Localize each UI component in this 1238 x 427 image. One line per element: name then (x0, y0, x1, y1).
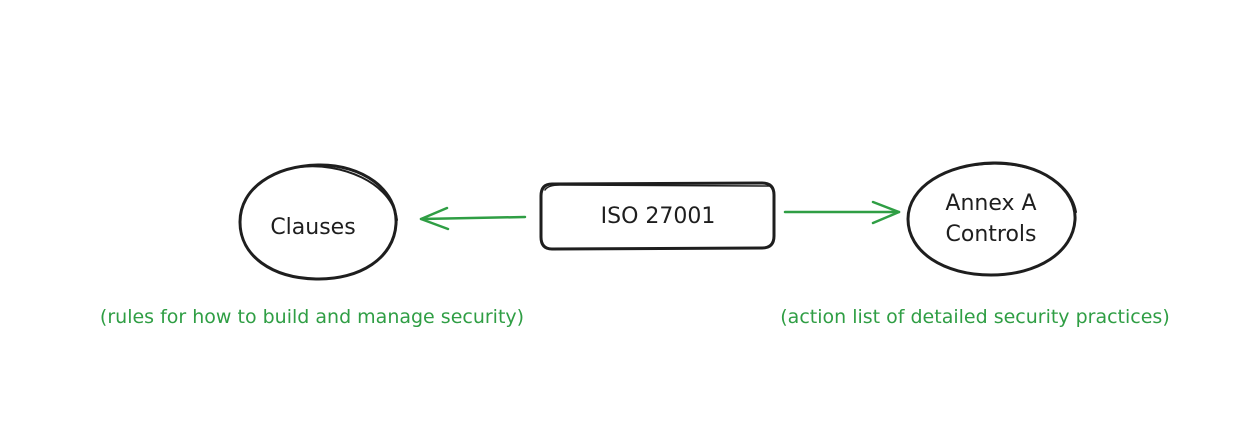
annex-a-label-line1: Annex A (945, 191, 1036, 216)
clauses-node: Clauses (238, 163, 398, 281)
annex-a-ellipse (906, 161, 1077, 277)
arrow-to-annex-a (783, 200, 901, 225)
iso-27001-box (539, 181, 776, 251)
clauses-note: (rules for how to build and manage secur… (100, 306, 524, 328)
annex-a-ellipse-overstroke (974, 162, 1077, 213)
clauses-ellipse (238, 163, 398, 281)
arrow-to-clauses (419, 206, 527, 231)
iso-27001-box-overstroke (544, 184, 771, 191)
iso-27001-label: ISO 27001 (601, 204, 716, 229)
arrow-to-clauses-head (419, 206, 450, 231)
arrow-to-clauses-shaft (419, 215, 527, 221)
clauses-label: Clauses (270, 215, 355, 240)
annex-a-label-line2: Controls (946, 222, 1037, 247)
arrow-to-annex-a-head (871, 200, 901, 225)
annex-a-node: Annex A Controls (906, 161, 1077, 277)
clauses-ellipse-overstroke (299, 165, 398, 221)
annex-a-note: (action list of detailed security practi… (780, 306, 1169, 328)
iso-27001-node: ISO 27001 (539, 181, 776, 251)
